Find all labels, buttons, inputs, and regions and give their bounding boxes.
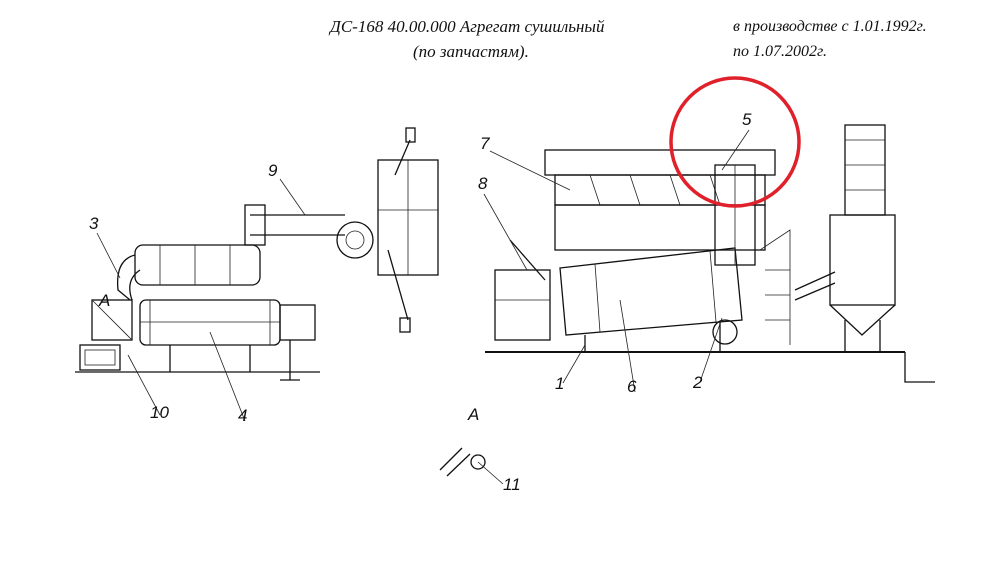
production-start: в производстве с 1.01.1992г. [733,18,927,35]
callout-3: 3 [89,214,99,233]
callout-11: 11 [503,475,521,494]
duct-flange [244,204,266,246]
drawing-title: ДС-168 40.00.000 Агрегат сушильный [330,17,605,36]
dust-collector [829,214,896,306]
fan-duct-9 [244,127,439,333]
fan-duct [134,244,261,286]
rod-end-upper [405,127,416,143]
cyclone-top-collector [544,149,776,176]
callout-1: 1 [555,374,564,393]
view-a-marker: A [98,291,110,310]
leader-lines [96,129,750,485]
right-assembly [485,124,935,383]
burner-flange [279,304,316,341]
left-assembly [75,244,320,381]
callout-7: 7 [480,134,490,153]
production-end: по 1.07.2002г. [733,43,828,60]
callout-6: 6 [627,377,637,396]
cyclone-hoppers [554,204,766,251]
callout-5: 5 [742,110,752,129]
fan-wheel [336,221,374,259]
burner-cylinder [139,299,281,346]
view-a-detail [439,447,486,477]
callout-8: 8 [478,174,488,193]
callout-4: 4 [238,406,247,425]
view-a-title: A [467,405,479,424]
callout-2: 2 [692,373,703,392]
drum-6 [559,247,743,336]
callout-10: 10 [150,403,169,422]
callout-9: 9 [268,161,278,180]
chimney [844,124,886,216]
view-a-fitting [470,454,486,470]
feeder-8 [494,269,551,341]
left-base-box [79,344,121,371]
highlight-circle [669,76,801,208]
left-bracket [91,299,133,341]
drawing-subtitle: (по запчастям). [413,42,529,61]
drive-wheel [712,319,738,345]
cyclone-bank [554,174,766,206]
rod-end-lower [399,317,411,333]
